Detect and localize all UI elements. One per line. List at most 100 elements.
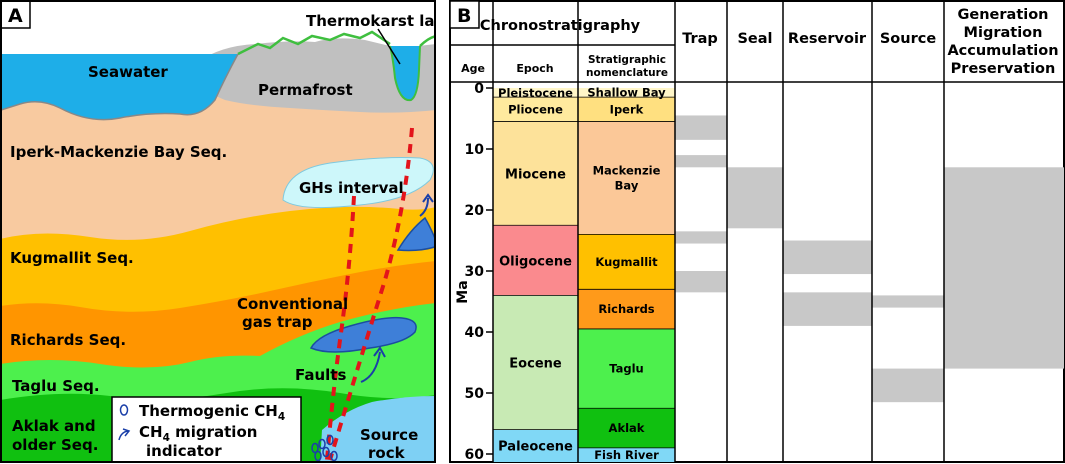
epoch-cell	[493, 97, 578, 122]
label-aklak-seq-2: older Seq.	[12, 436, 98, 454]
label-permafrost: Permafrost	[258, 81, 353, 99]
age-tick-label: 60	[465, 447, 485, 463]
header-preservation: Preservation	[951, 61, 1056, 77]
label-thermokarst-lake: Thermokarst lake	[306, 12, 454, 30]
header-migration: Migration	[964, 25, 1043, 41]
unit-label: Bay	[615, 178, 639, 192]
unit-cell	[578, 121, 675, 235]
label-seawater: Seawater	[88, 63, 168, 81]
unit-label: Richards	[598, 302, 654, 316]
label-taglu-seq: Taglu Seq.	[12, 377, 100, 395]
panel-a-frame	[0, 0, 436, 463]
panel-b-tag: B	[457, 5, 471, 27]
label-faults: Faults	[295, 366, 346, 384]
element-bar	[783, 292, 872, 326]
chart-fills	[493, 88, 1064, 462]
age-tick-label: 40	[465, 325, 485, 341]
header-source: Source	[880, 31, 936, 47]
unit-cell	[578, 97, 675, 122]
label-ghs-interval: GHs interval	[299, 179, 404, 197]
kugmallit-layer	[1, 203, 435, 312]
epoch-cell	[493, 88, 578, 98]
label-gas-trap-1: Conventional	[237, 295, 348, 313]
arrow-legend-icon	[118, 428, 131, 441]
chart-grid	[450, 1, 1064, 462]
legend: Thermogenic CH4 CH4 migration indicator	[111, 396, 302, 462]
header-epoch: Epoch	[516, 62, 553, 75]
label-iperk-seq: Iperk-Mackenzie Bay Seq.	[10, 143, 227, 161]
unit-label: Shallow Bay	[587, 86, 666, 100]
element-bar	[675, 115, 727, 140]
unit-cell	[578, 289, 675, 329]
migration-arrow-2	[419, 193, 434, 217]
epoch-label: Pleistocene	[498, 86, 573, 100]
unit-label: Taglu	[609, 362, 643, 376]
header-strat-2: nomenclature	[586, 67, 668, 79]
epoch-cell	[493, 429, 578, 462]
epoch-label: Paleocene	[498, 440, 573, 455]
fault-line-2	[328, 127, 414, 461]
axis-label-ma: Ma	[455, 280, 471, 303]
unit-label: Fish River	[594, 448, 659, 462]
element-bar	[944, 167, 1064, 369]
shallow-gas-trap	[396, 216, 435, 252]
label-gas-trap-2: gas trap	[242, 313, 313, 331]
seabed-line	[1, 53, 239, 121]
element-bar	[675, 271, 727, 293]
unit-label: Iperk	[610, 102, 644, 116]
element-bar	[872, 368, 944, 403]
unit-cell	[578, 408, 675, 448]
unit-label: Kugmallit	[595, 255, 658, 269]
header-generation: Generation	[957, 7, 1048, 23]
panel-a-tag-box	[1, 1, 31, 29]
header-reservoir: Reservoir	[788, 31, 867, 47]
label-aklak-seq-1: Aklak and	[12, 417, 96, 435]
panel-b-tag-box	[449, 0, 480, 29]
label-source-rock-2: rock	[368, 444, 406, 462]
element-bar	[872, 295, 944, 308]
source-rock	[320, 396, 435, 462]
label-kugmallit-seq: Kugmallit Seq.	[10, 249, 134, 267]
panel-a-tag: A	[8, 5, 23, 27]
richards-layer	[1, 258, 435, 368]
epoch-cell	[493, 295, 578, 430]
label-source-rock-1: Source	[360, 426, 418, 444]
header-trap: Trap	[682, 31, 718, 47]
header-chronostratigraphy: Chronostratigraphy	[480, 18, 641, 34]
fault-line-1	[325, 195, 356, 461]
legend-migration: CH4 migration	[139, 423, 257, 444]
unit-cell	[578, 234, 675, 290]
element-bar	[727, 167, 783, 229]
unit-cell	[578, 447, 675, 462]
ghs-interval	[282, 157, 434, 209]
epoch-label: Oligocene	[499, 254, 572, 269]
epoch-cell	[493, 121, 578, 226]
permafrost-body	[198, 38, 435, 113]
unit-cell	[578, 328, 675, 409]
element-bar	[783, 240, 872, 275]
element-bar	[675, 155, 727, 168]
legend-migration-line2: indicator	[146, 442, 222, 460]
epoch-label: Pliocene	[508, 103, 563, 117]
cross-section-panel: Seawater Thermokarst lake Permafrost Ipe…	[1, 1, 454, 462]
age-tick-label: 30	[465, 264, 485, 280]
column-labels: PleistocenePlioceneMioceneOligoceneEocen…	[498, 86, 666, 462]
petroleum-system-chart: Chronostratigraphy Age Epoch Stratigraph…	[449, 0, 1065, 463]
methane-bubbles	[311, 434, 338, 462]
bubble-legend-icon	[119, 404, 129, 416]
header-strat-1: Stratigraphic	[588, 54, 666, 66]
epoch-cell	[493, 225, 578, 296]
element-bar	[675, 231, 727, 244]
age-tick-label: 50	[465, 386, 485, 402]
age-tick-label: 10	[465, 142, 485, 158]
migration-arrow-1	[360, 346, 386, 383]
legend-thermogenic: Thermogenic CH4	[139, 402, 285, 423]
unit-cell	[578, 88, 675, 98]
label-richards-seq: Richards Seq.	[10, 331, 126, 349]
epoch-label: Miocene	[505, 167, 566, 182]
age-tick-label: 20	[465, 203, 485, 219]
header-age: Age	[461, 62, 485, 75]
unit-label: Mackenzie	[593, 163, 661, 177]
